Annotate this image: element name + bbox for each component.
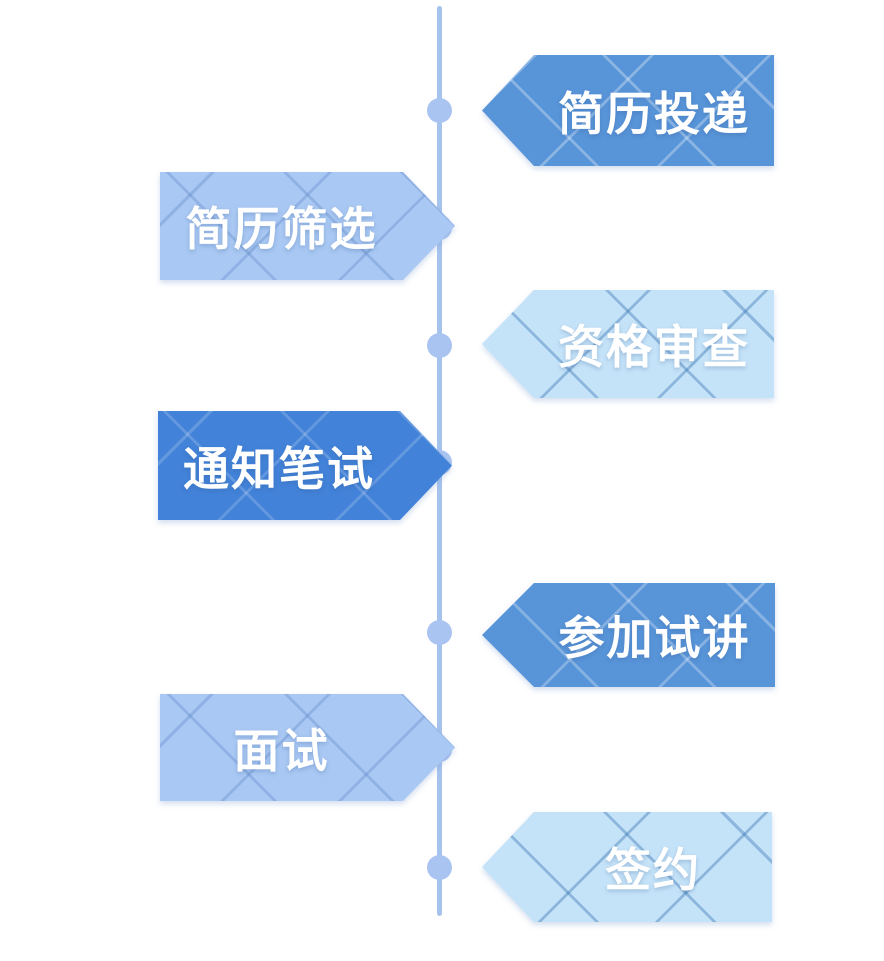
- arrow-banner-shape: 通知笔试: [158, 411, 452, 520]
- process-step-banner: 简历投递: [482, 55, 774, 166]
- process-step-label: 参加试讲: [558, 611, 751, 665]
- process-step-banner: 参加试讲: [482, 583, 775, 687]
- process-step-banner: 资格审查: [482, 290, 774, 398]
- process-step-label: 面试: [233, 723, 330, 778]
- process-step-label: 通知笔试: [183, 441, 375, 496]
- timeline-node: [426, 854, 452, 880]
- timeline-node: [426, 619, 452, 645]
- arrow-banner-shape: 面试: [160, 694, 455, 801]
- arrow-banner-shape: 参加试讲: [482, 583, 775, 687]
- process-step-banner: 简历筛选: [160, 172, 403, 280]
- timeline-node: [426, 214, 452, 240]
- process-step-label: 简历投递: [558, 86, 750, 141]
- process-step-label: 简历筛选: [185, 202, 378, 256]
- process-step-label: 签约: [605, 843, 701, 897]
- arrow-banner-shape: 签约: [482, 812, 772, 922]
- arrow-banner-shape: 简历投递: [482, 55, 774, 166]
- process-step-label: 资格审查: [558, 320, 750, 374]
- process-step-banner: 通知笔试: [158, 411, 400, 520]
- arrow-banner-shape: 资格审查: [482, 290, 774, 398]
- process-step-banner: 面试: [160, 694, 403, 801]
- timeline-node: [426, 97, 452, 123]
- process-step-banner: 签约: [482, 812, 772, 922]
- arrow-banner-shape: 简历筛选: [160, 172, 455, 280]
- timeline-node: [426, 332, 452, 358]
- timeline-node: [426, 449, 452, 475]
- timeline-node: [426, 736, 452, 762]
